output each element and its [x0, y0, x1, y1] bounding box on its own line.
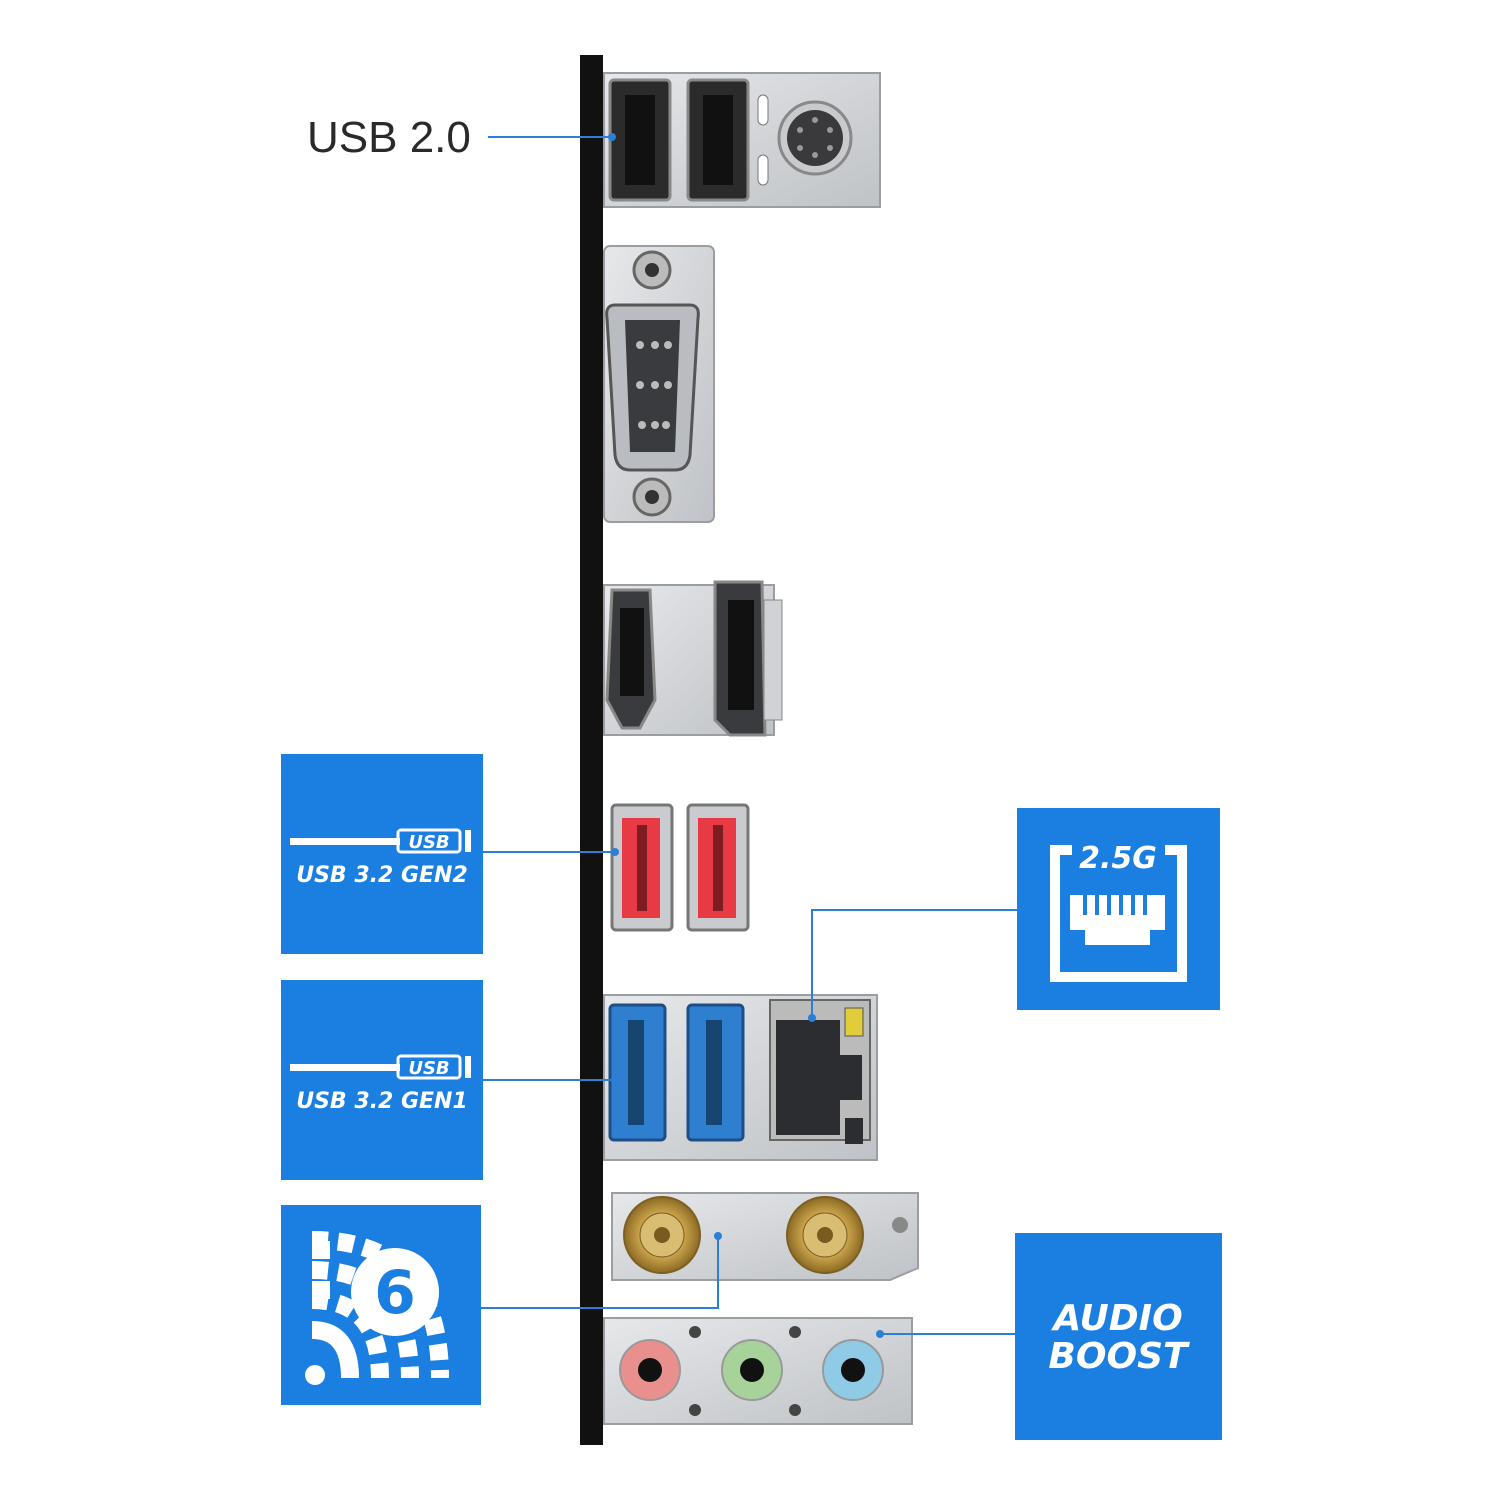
usb-gen2-badge: USB USB 3.2 GEN2 [281, 754, 483, 954]
usb-logo-text: USB [408, 832, 449, 853]
usb-icon: USB [290, 1054, 471, 1080]
audio-boost-badge: AUDIO BOOST [1015, 1233, 1222, 1440]
vga-block [603, 245, 715, 523]
antenna-block [611, 1192, 919, 1281]
io-bracket-bar [580, 55, 603, 1445]
usb-gen1-lan-block [603, 994, 878, 1161]
ethernet-icon [1050, 843, 1187, 982]
usb-gen1-badge: USB USB 3.2 GEN1 [281, 980, 483, 1180]
usb-icon: USB [290, 828, 471, 854]
usb-logo-text: USB [408, 1058, 449, 1079]
usb-gen1-label: USB 3.2 GEN1 [296, 1089, 468, 1114]
audio-block [603, 1317, 913, 1425]
usb2-ps2-block [603, 72, 881, 208]
hdmi-dp-block [603, 580, 783, 737]
audio-boost-line1: AUDIO [1050, 1298, 1182, 1339]
wifi-leader [481, 1236, 719, 1309]
lan-leader [811, 909, 1017, 1018]
audio-boost-line2: BOOST [1048, 1336, 1190, 1377]
wifi-version-text: 6 [374, 1258, 416, 1328]
usb-gen2-label: USB 3.2 GEN2 [296, 863, 468, 888]
usb-gen2-block [610, 803, 750, 932]
lan-2-5g-badge: 2.5G [1017, 808, 1220, 1010]
wifi6-badge: 6 [281, 1205, 481, 1405]
lan-speed-text: 2.5G [1079, 841, 1157, 876]
usb20-label: USB 2.0 [307, 113, 471, 162]
